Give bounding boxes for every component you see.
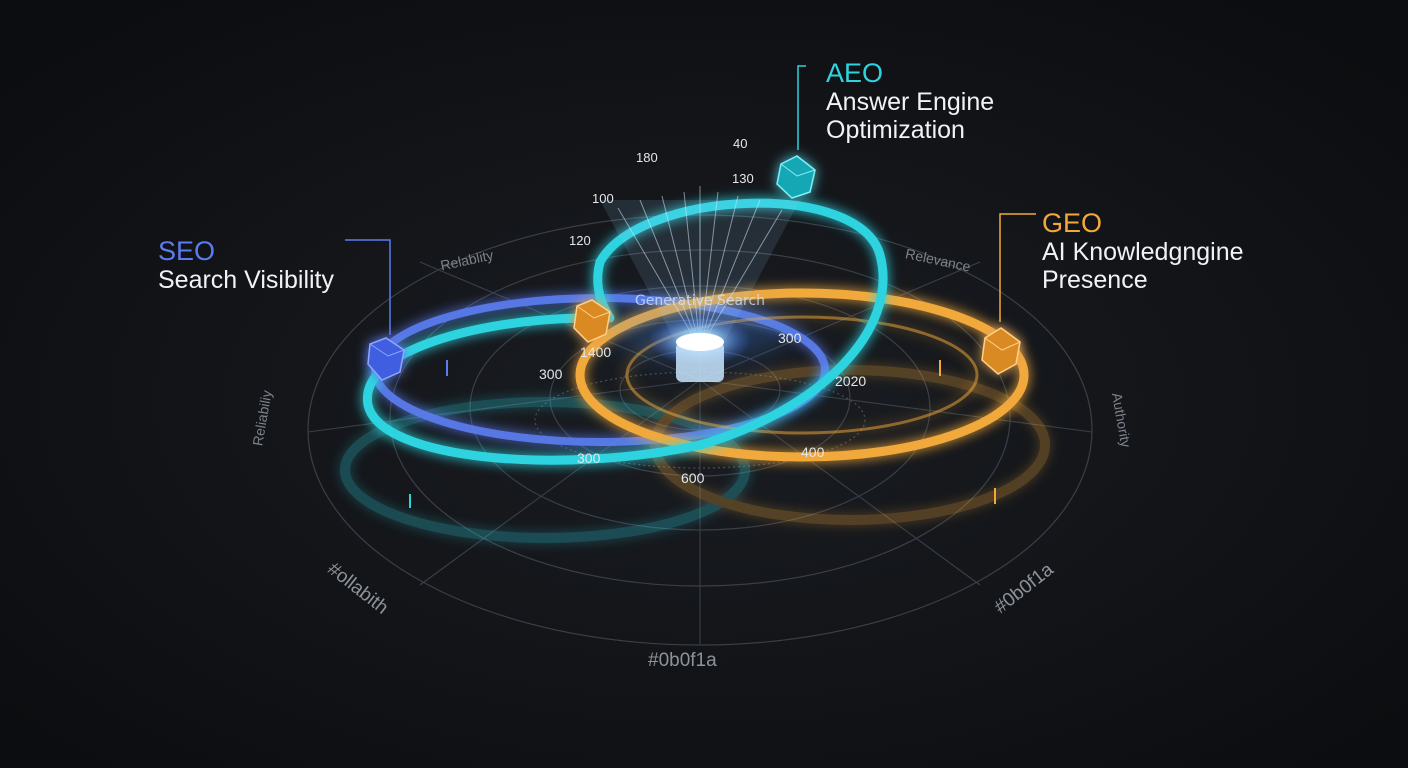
scale-label-600: 600	[681, 470, 705, 486]
aeo-gem[interactable]	[776, 155, 816, 199]
geo-subtitle-line2: Presence	[1042, 266, 1148, 294]
seo-gem[interactable]	[367, 337, 405, 381]
scale-label-300-low: 300	[577, 450, 601, 466]
ring-reflections	[340, 365, 1050, 543]
aeo-callout: AEO Answer Engine Optimization	[826, 58, 994, 144]
seo-subtitle: Search Visibility	[158, 266, 335, 294]
geo-ring	[575, 288, 1029, 462]
geo-subtitle-line1: AI Knowledgngine	[1042, 238, 1244, 266]
scale-label-300-mid: 300	[778, 330, 802, 346]
aeo-subtitle-line1: Answer Engine	[826, 88, 995, 116]
center-gem[interactable]	[573, 299, 611, 343]
scale-label-400: 400	[801, 444, 825, 460]
geo-gem[interactable]	[981, 327, 1021, 375]
hub-cylinder	[676, 342, 724, 382]
seo-callout: SEO Search Visibility	[158, 236, 334, 294]
central-beam: Generative Search	[600, 186, 800, 382]
axis-label-bottom: #0b0f1a	[648, 650, 717, 671]
callout-leaders	[345, 65, 1036, 335]
geo-callout: GEO AI Knowledgngine Presence	[1042, 208, 1244, 294]
hub-top	[676, 333, 724, 351]
scale-label-1400: 1400	[580, 344, 612, 360]
scale-label-40: 40	[733, 136, 748, 151]
scale-label-300-inner: 300	[539, 366, 563, 382]
scale-label-2020: 2020	[835, 373, 867, 389]
hub-label: Generative Search	[635, 293, 765, 309]
marker-ticks	[409, 360, 996, 508]
scale-label-100: 100	[592, 191, 614, 206]
scale-label-130: 130	[732, 171, 754, 186]
scale-label-180: 180	[636, 150, 658, 165]
seo-title: SEO	[158, 236, 216, 266]
geo-title: GEO	[1042, 208, 1103, 238]
scale-label-120: 120	[569, 233, 591, 248]
aeo-title: AEO	[826, 58, 884, 88]
aeo-subtitle-line2: Optimization	[826, 116, 965, 144]
